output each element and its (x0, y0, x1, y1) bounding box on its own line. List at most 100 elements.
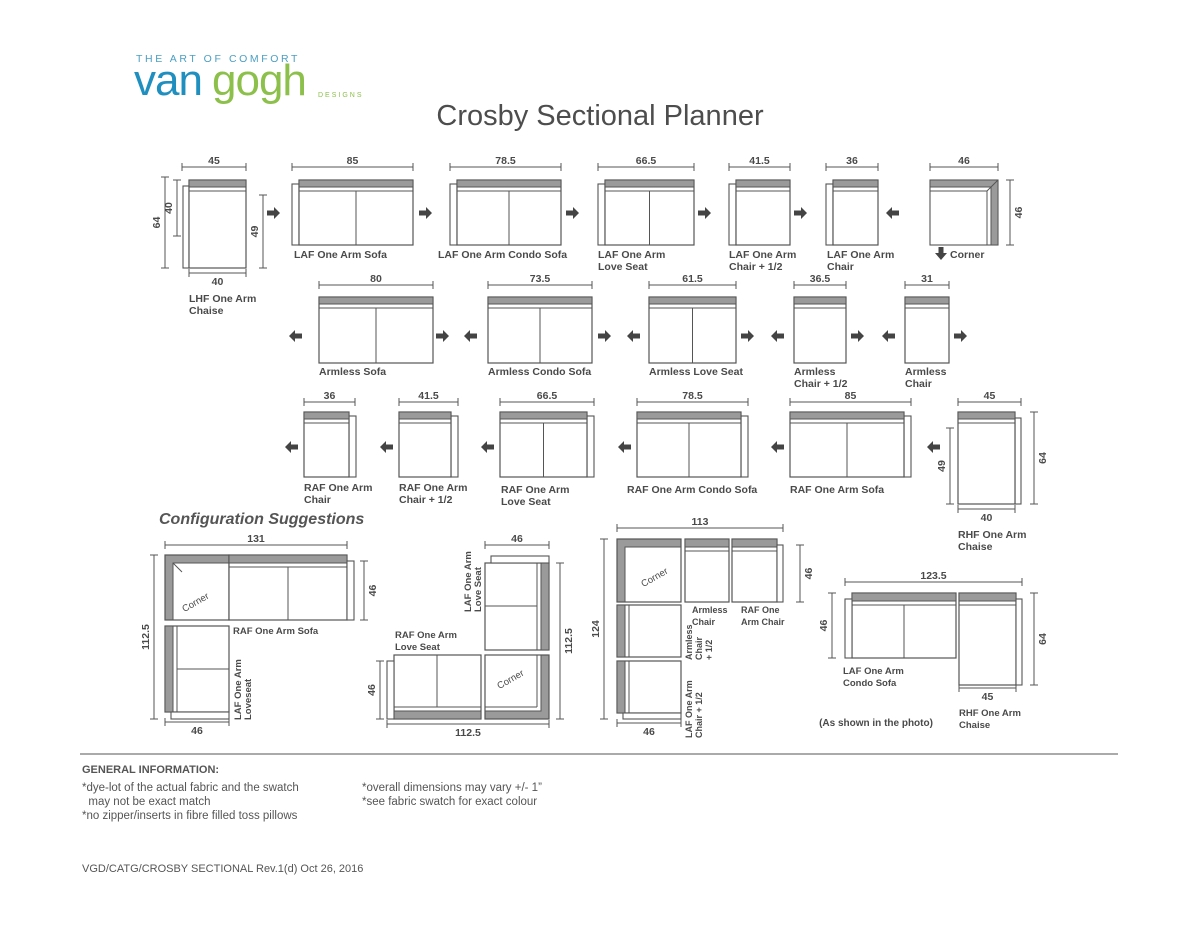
arrow-row3-5 (771, 441, 784, 453)
cfg1-sofa-back (228, 554, 348, 564)
cfg3-dim-left: 124 (590, 620, 602, 638)
laf-condo-sofa-dim-top: 78.5 (495, 155, 516, 167)
corner-dim-top: 46 (958, 155, 970, 167)
cfg4-dim-top: 123.5 (920, 570, 946, 582)
logo-brand-van: van (134, 56, 203, 105)
cfg2-dim-top: 46 (511, 533, 523, 545)
armless-chair-label-line1: Armless (905, 366, 947, 378)
cfg2-loveseat-v-back (540, 562, 550, 651)
cfg2-dim-right: 112.5 (563, 628, 575, 654)
raf-chair-body (303, 411, 350, 478)
raf-love-seat-label-line1: RAF One Arm (501, 484, 569, 496)
laf-chair-half-body (735, 179, 791, 246)
cfg4-chaise-back (958, 592, 1017, 602)
arrow-row1-4 (698, 207, 711, 219)
cfg3-armless-half-label-3: + 1/2 (704, 640, 714, 660)
raf-chair-half-label-line2: Chair + 1/2 (399, 494, 453, 506)
arrow-row3-3 (481, 441, 494, 453)
raf-love-seat-arm-right (586, 415, 595, 478)
lhf-chaise-label-line1: LHF One Arm (189, 293, 256, 305)
cfg4-note: (As shown in the photo) (819, 718, 933, 729)
arrow-row1-1 (267, 207, 280, 219)
raf-condo-sofa-label-line1: RAF One Arm Condo Sofa (627, 484, 757, 496)
armless-chair-half-dim-top: 36.5 (810, 273, 831, 285)
arrow-row3-6 (927, 441, 940, 453)
logo-brand-gogh: gogh (212, 56, 307, 105)
arrow-row2-1 (289, 330, 302, 342)
arrow-row2-5 (627, 330, 640, 342)
laf-love-seat-label-line1: LAF One Arm (598, 249, 665, 261)
raf-chair-half-arm-right (450, 415, 459, 478)
note-dimensions: *overall dimensions may vary +/- 1” (362, 782, 542, 794)
lhf-chaise-body (188, 179, 247, 269)
note-dye-lot: *dye-lot of the actual fabric and the sw… (82, 782, 299, 794)
armless-sofa-dim-top: 80 (370, 273, 382, 285)
laf-sofa-label-line1: LAF One Arm Sofa (294, 249, 387, 261)
lhf-chaise-label-line2: Chaise (189, 305, 224, 317)
cfg2-loveseat-h-back (393, 710, 482, 720)
laf-chair-half-label-line2: Chair + 1/2 (729, 261, 783, 273)
armless-chair-half-body (793, 296, 847, 364)
rhf-chaise-label-line2: Chaise (958, 541, 993, 553)
cfg4-dim-bottom: 45 (982, 691, 994, 703)
laf-chair-label-line2: Chair (827, 261, 854, 273)
cfg1-sofa-arm (346, 560, 355, 621)
rhf-chaise-arm (1014, 417, 1022, 505)
cfg1-loveseat-arm (170, 711, 230, 720)
arrow-row2-10 (954, 330, 967, 342)
cfg1-dim-left: 112.5 (140, 624, 152, 650)
cfg3-armless-chair-label-line1: Armless (692, 605, 728, 615)
cfg1-loveseat-back (164, 625, 174, 713)
cfg1-sofa-label-line1: RAF One Arm Sofa (233, 626, 319, 637)
cfg2-corner-outline (484, 654, 550, 720)
cfg3-raf-chair (731, 538, 778, 603)
rhf-chaise-label-line1: RHF One Arm (958, 529, 1026, 541)
cfg2-dim-left: 46 (366, 684, 378, 696)
rhf-chaise-dim-bottom: 40 (981, 512, 993, 524)
arrow-row2-6 (741, 330, 754, 342)
raf-chair-half-body (398, 411, 452, 478)
cfg3-laf-chair-half-back (616, 660, 626, 714)
lhf-chaise-dim-top: 45 (208, 155, 220, 167)
raf-sofa-label-line1: RAF One Arm Sofa (790, 484, 884, 496)
cfg4-condo-label-line1: LAF One Arm (843, 666, 904, 677)
raf-sofa-back-bar (789, 411, 905, 420)
cfg2-corner-back (484, 654, 550, 720)
laf-chair-label-line1: LAF One Arm (827, 249, 894, 261)
page-title: Crosby Sectional Planner (436, 100, 764, 132)
rhf-chaise-dim-top: 45 (984, 390, 996, 402)
raf-chair-dim-top: 36 (324, 390, 336, 402)
lhf-chaise-arm (182, 185, 190, 269)
raf-chair-label-line2: Chair (304, 494, 331, 506)
cfg3-armless-chair-half-back (616, 604, 626, 658)
armless-condo-sofa-back-bar (487, 296, 593, 305)
armless-sofa-back-bar (318, 296, 434, 305)
raf-love-seat-back-bar (499, 411, 588, 420)
cfg1-dim-right: 46 (367, 585, 379, 597)
cfg3-laf-chair-half-arm (622, 712, 682, 720)
logo-designs: DESIGNS (318, 92, 364, 99)
armless-chair-label-line2: Chair (905, 378, 932, 390)
cfg4-dim-left: 46 (818, 620, 830, 632)
corner-diagonal (986, 179, 999, 192)
cfg3-armless-half-label-1: Armless (684, 624, 694, 660)
arrow-row2-2 (436, 330, 449, 342)
arrow-row1-5 (794, 207, 807, 219)
arrow-corner-down (935, 247, 947, 260)
cfg4-dim-right: 64 (1037, 633, 1049, 645)
cfg3-dim-bottom: 46 (643, 726, 655, 738)
cfg4-condo-label-line2: Condo Sofa (843, 678, 897, 689)
arrow-row2-8 (851, 330, 864, 342)
armless-chair-half-label-line2: Chair + 1/2 (794, 378, 848, 390)
laf-chair-dim-top: 36 (846, 155, 858, 167)
cfg3-armless-chair-back (684, 538, 730, 548)
rhf-chaise-dim-left: 49 (936, 460, 948, 472)
cfg3-corner-label: Corner (639, 566, 670, 590)
laf-sofa-dim-top: 85 (347, 155, 359, 167)
arrow-row3-1 (285, 441, 298, 453)
laf-condo-sofa-arm-left (449, 183, 458, 246)
laf-chair-half-label-line1: LAF One Arm (729, 249, 796, 261)
armless-chair-back-bar (904, 296, 950, 305)
note-swatch: *see fabric swatch for exact colour (362, 796, 538, 808)
rhf-chaise-dim-right: 64 (1037, 452, 1049, 464)
